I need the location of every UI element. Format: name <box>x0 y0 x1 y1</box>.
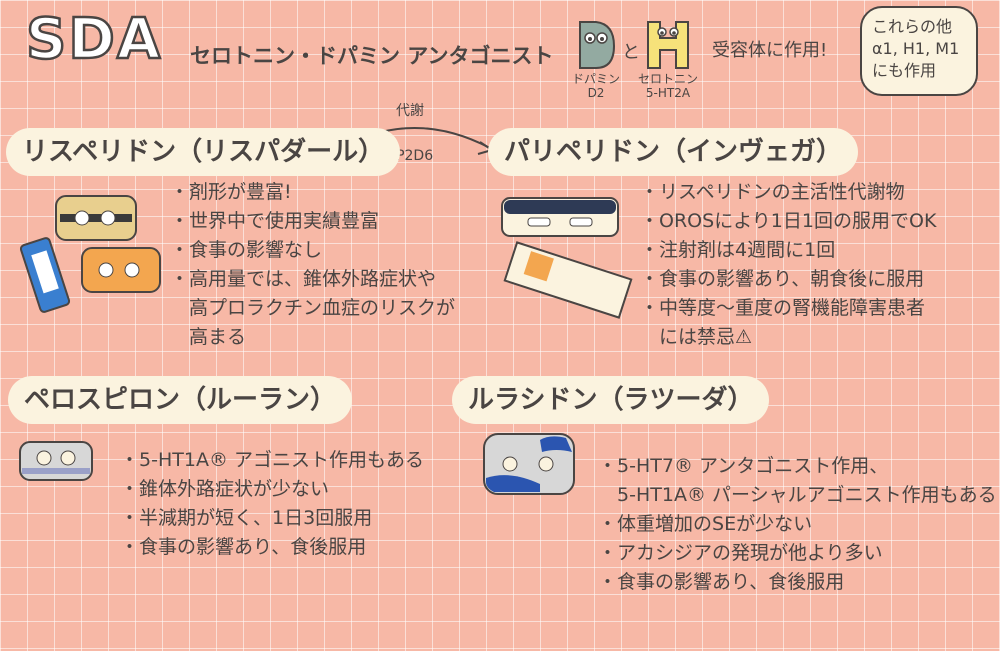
drug-title-risperidone: リスペリドン（リスパダール） <box>6 128 401 176</box>
list-item: 5-HT1A® アゴニスト作用もある <box>120 446 424 475</box>
page-subtitle: セロトニン・ドパミン アンタゴニスト <box>190 44 554 68</box>
list-item: 注射剤は4週間に1回 <box>640 236 936 265</box>
perospirone-tablet-icon <box>19 441 93 481</box>
list-item: 剤形が豊富! <box>170 178 455 207</box>
risperidone-tablet-icon <box>20 195 161 313</box>
risperidone-points: 剤形が豊富! 世界中で使用実績豊富 食事の影響なし 高用量では、錐体外路症状や … <box>170 178 455 352</box>
bubble-line-3: にも作用 <box>872 61 937 80</box>
d2-label: ドパミン D2 <box>571 72 620 100</box>
bubble-line-2: α1, H1, M1 <box>872 39 960 58</box>
paliperidone-points: リスペリドンの主活性代謝物 OROSにより1日1回の服用でOK 注射剤は4週間に… <box>640 178 936 352</box>
5ht2a-character-icon <box>647 21 689 69</box>
drug-title-perospirone: ペロスピロン（ルーラン） <box>8 376 353 424</box>
list-item: 食事の影響あり、食後服用 <box>120 533 424 562</box>
list-item: 半減期が短く、1日3回服用 <box>120 504 424 533</box>
drug-title-lurasidone: ルラシドン（ラツーダ） <box>452 376 770 424</box>
paliperidone-tablet-icon <box>501 197 633 319</box>
receptor-effect-text: 受容体に作用! <box>712 40 828 61</box>
drug-title-paliperidone: パリペリドン（インヴェガ） <box>488 128 859 176</box>
list-item: 5-HT7® アンタゴニスト作用、 <box>598 452 997 481</box>
lurasidone-points: 5-HT7® アンタゴニスト作用、 5-HT1A® パーシャルアゴニスト作用もあ… <box>598 452 997 597</box>
list-item: 高まる <box>189 326 247 348</box>
perospirone-points: 5-HT1A® アゴニスト作用もある 錐体外路症状が少ない 半減期が短く、1日3… <box>120 446 424 562</box>
list-item: アカシジアの発現が他より多い <box>598 539 997 568</box>
list-item: 体重増加のSEが少ない <box>598 510 997 539</box>
list-item: には禁忌⚠ <box>659 326 753 348</box>
list-item: 高プロラクチン血症のリスクが <box>189 297 456 319</box>
list-item: リスペリドンの主活性代謝物 <box>640 178 936 207</box>
list-item: 高用量では、錐体外路症状や <box>170 265 455 294</box>
list-item: 5-HT1A® パーシャルアゴニスト作用もある <box>617 484 997 506</box>
list-item: 食事の影響あり、朝食後に服用 <box>640 265 936 294</box>
list-item: 中等度〜重度の腎機能障害患者 <box>640 294 936 323</box>
list-item: 世界中で使用実績豊富 <box>170 207 455 236</box>
bubble-line-1: これらの他 <box>872 17 953 36</box>
list-item: 食事の影響あり、食後服用 <box>598 568 997 597</box>
list-item: 食事の影響なし <box>170 236 455 265</box>
lurasidone-tablet-icon <box>483 433 575 495</box>
metabolism-label: 代謝 <box>396 103 424 119</box>
list-item: OROSにより1日1回の服用でOK <box>640 207 936 236</box>
page-title: SDA <box>25 7 163 72</box>
d2-character-icon <box>579 21 616 69</box>
list-item: 錐体外路症状が少ない <box>120 475 424 504</box>
receptor-conj: と <box>622 42 640 63</box>
other-receptors-bubble: これらの他 α1, H1, M1 にも作用 <box>860 6 978 96</box>
5ht2a-label: セロトニン 5-HT2A <box>637 72 698 100</box>
